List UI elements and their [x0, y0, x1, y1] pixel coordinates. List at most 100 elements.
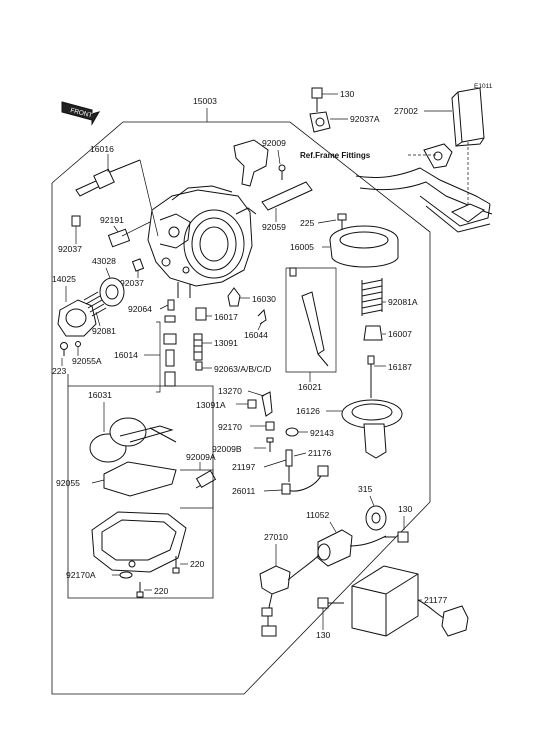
part-26011-wire [281, 465, 329, 495]
part-16005-top-cover [329, 225, 399, 268]
part-92191 [107, 221, 151, 248]
label-92064: 92064 [128, 304, 152, 314]
part-92170a-clip [119, 571, 133, 579]
label-92055a: 92055A [72, 356, 102, 366]
label-92009: 92009 [262, 138, 286, 148]
label-16030: 16030 [252, 294, 276, 304]
label-92170: 92170 [218, 422, 242, 432]
part-220-screw-b [136, 582, 144, 598]
part-16007-holder [363, 325, 383, 341]
part-92009b [266, 437, 274, 452]
label-13091a: 13091A [196, 400, 226, 410]
part-130-bolt-mid [384, 531, 409, 543]
label-92037-a: 92037 [58, 244, 82, 254]
label-27002: 27002 [394, 106, 418, 116]
label-16007: 16007 [388, 329, 412, 339]
part-315-nut [365, 505, 387, 531]
label-21176: 21176 [308, 448, 331, 458]
label-223: 223 [52, 366, 67, 376]
label-16021: 16021 [298, 382, 322, 392]
part-92063-jet [195, 361, 203, 371]
part-92081a-spring [361, 278, 383, 316]
part-27002-relay [451, 87, 485, 147]
label-16126: 16126 [296, 406, 320, 416]
front-direction-arrow: FRONT [61, 101, 101, 126]
label-92055: 92055 [56, 478, 80, 488]
label-43028: 43028 [92, 256, 116, 266]
part-92009a-needle [195, 469, 217, 489]
label-130-top: 130 [340, 89, 355, 99]
part-16021-needle [285, 267, 337, 373]
part-11052-housing [317, 529, 387, 567]
label-92170a: 92170A [66, 570, 96, 580]
part-92170 [265, 421, 275, 431]
part-130-bolt-bottom [317, 597, 344, 609]
part-27010-sensor [259, 555, 319, 637]
label-13270: 13270 [218, 386, 242, 396]
label-16005: 16005 [290, 242, 314, 252]
label-92037a-top: 92037A [350, 114, 380, 124]
part-130-bolt-top [311, 87, 323, 112]
label-16044: 16044 [244, 330, 268, 340]
label-92063: 92063/A/B/C/D [214, 364, 271, 374]
label-21177: 21177 [424, 595, 447, 605]
label-92191: 92191 [100, 215, 124, 225]
part-92081-spring [83, 291, 107, 317]
part-223-screw [60, 342, 68, 356]
label-315: 315 [358, 484, 373, 494]
label-225: 225 [300, 218, 315, 228]
frame-fittings-sketch [355, 142, 493, 233]
label-16014: 16014 [114, 350, 138, 360]
label-27010: 27010 [264, 532, 288, 542]
part-92037a-clamp [309, 111, 331, 133]
part-16017 [195, 307, 207, 321]
diagram-code: E1011 [474, 83, 493, 90]
label-220-a: 220 [190, 559, 205, 569]
label-21197: 21197 [232, 462, 255, 472]
part-16014-jet-stack [156, 299, 177, 393]
part-13091a [247, 399, 257, 409]
label-92009b: 92009B [212, 444, 242, 454]
ref-frame-fittings-text: Ref.Frame Fittings [300, 151, 371, 160]
label-220-b: 220 [154, 586, 169, 596]
part-float-bowl [91, 511, 187, 573]
part-92055a-oring [75, 341, 81, 347]
part-16126-piston [341, 399, 403, 459]
label-92081a: 92081A [388, 297, 418, 307]
label-130-mid: 130 [398, 504, 413, 514]
label-26011: 26011 [232, 486, 255, 496]
part-92037-clip-a [71, 215, 81, 227]
label-11052: 11052 [306, 510, 329, 520]
carburetor-body [147, 185, 257, 298]
part-16030 [227, 287, 241, 307]
label-92037-b: 92037 [120, 278, 144, 288]
label-92059: 92059 [262, 222, 286, 232]
part-225-screw [337, 213, 347, 230]
part-16016-screw [75, 159, 159, 237]
part-16187-needle [367, 355, 375, 398]
part-92037-clip-b [131, 258, 145, 272]
part-92059-tube [261, 181, 313, 211]
part-16031-float [89, 417, 177, 463]
part-92009-bracket [233, 139, 286, 187]
label-92143: 92143 [310, 428, 334, 438]
label-16017: 16017 [214, 312, 238, 322]
label-92009a: 92009A [186, 452, 216, 462]
label-92081: 92081 [92, 326, 116, 336]
label-16031: 16031 [88, 390, 112, 400]
part-13270 [261, 391, 273, 417]
label-130-bottom: 130 [316, 630, 331, 640]
part-92143 [285, 427, 299, 437]
part-14025-cover [57, 299, 97, 337]
part-13091 [193, 333, 203, 361]
part-21177-unit [351, 565, 469, 637]
label-14025: 14025 [52, 274, 76, 284]
label-13091: 13091 [214, 338, 238, 348]
part-92055-gasket [103, 461, 177, 497]
label-16187: 16187 [388, 362, 412, 372]
part-16044 [257, 308, 267, 325]
part-43028 [99, 277, 125, 307]
label-15003: 15003 [193, 96, 217, 106]
part-220-screw-a [172, 556, 180, 574]
